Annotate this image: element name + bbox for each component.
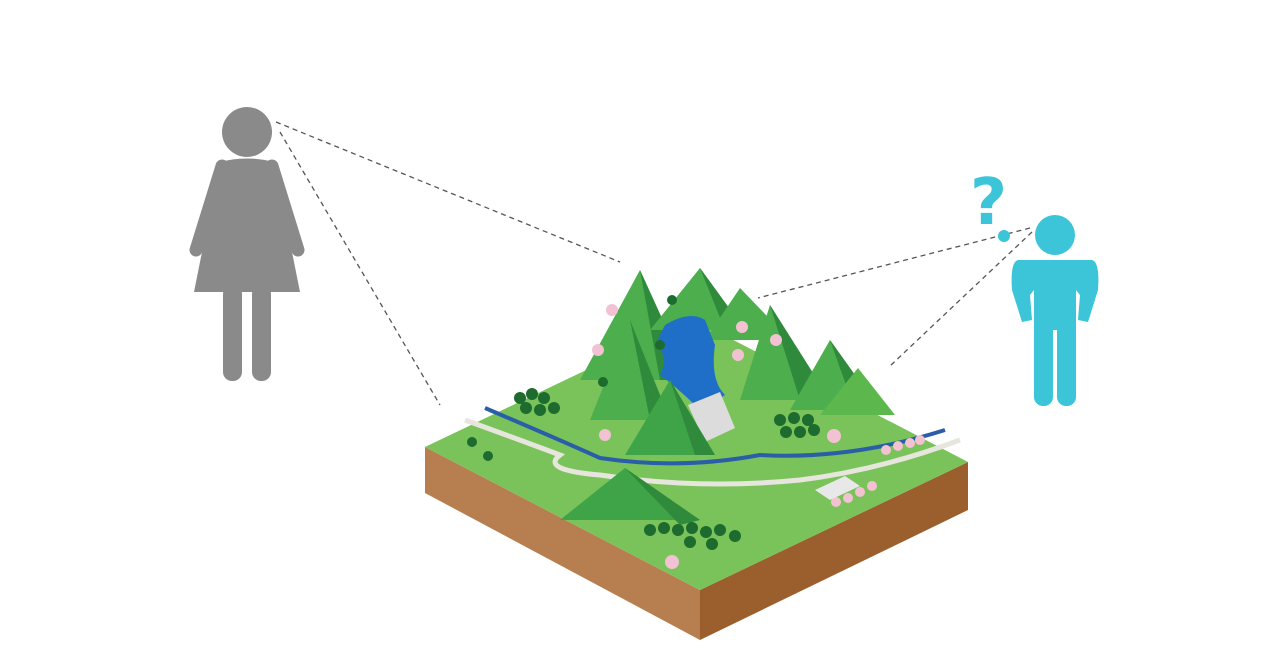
mountain [630, 320, 670, 420]
man-figure: ? [970, 166, 1099, 406]
man-left-leg [1034, 320, 1053, 406]
man-sight-line-bottom [889, 231, 1033, 367]
soil-left-side [425, 447, 700, 640]
mountain [670, 380, 715, 455]
sakura-trees [592, 304, 925, 569]
lake [655, 316, 725, 410]
man-sight-line-top [757, 227, 1031, 299]
soil-right-side [700, 462, 968, 640]
dam [688, 392, 735, 442]
village-building [815, 476, 860, 500]
question-mark: ? [970, 166, 1007, 240]
river [484, 406, 946, 466]
sight-lines [275, 121, 1033, 406]
mountain [625, 468, 700, 525]
woman-right-arm [265, 159, 305, 257]
mountain [820, 368, 895, 415]
woman-sight-line-bottom [279, 131, 441, 406]
landscape-diorama [425, 268, 968, 640]
man-head [1035, 215, 1075, 255]
question-mark-dot [998, 230, 1010, 242]
woman-left-leg [223, 285, 242, 381]
woman-right-leg [252, 285, 271, 381]
tree-cluster [467, 295, 820, 550]
woman-sight-line-top [275, 121, 621, 263]
man-torso [1011, 260, 1099, 330]
man-right-leg [1057, 320, 1076, 406]
woman-head [222, 107, 272, 157]
woman-figure [189, 107, 305, 381]
woman-left-arm [189, 159, 229, 257]
